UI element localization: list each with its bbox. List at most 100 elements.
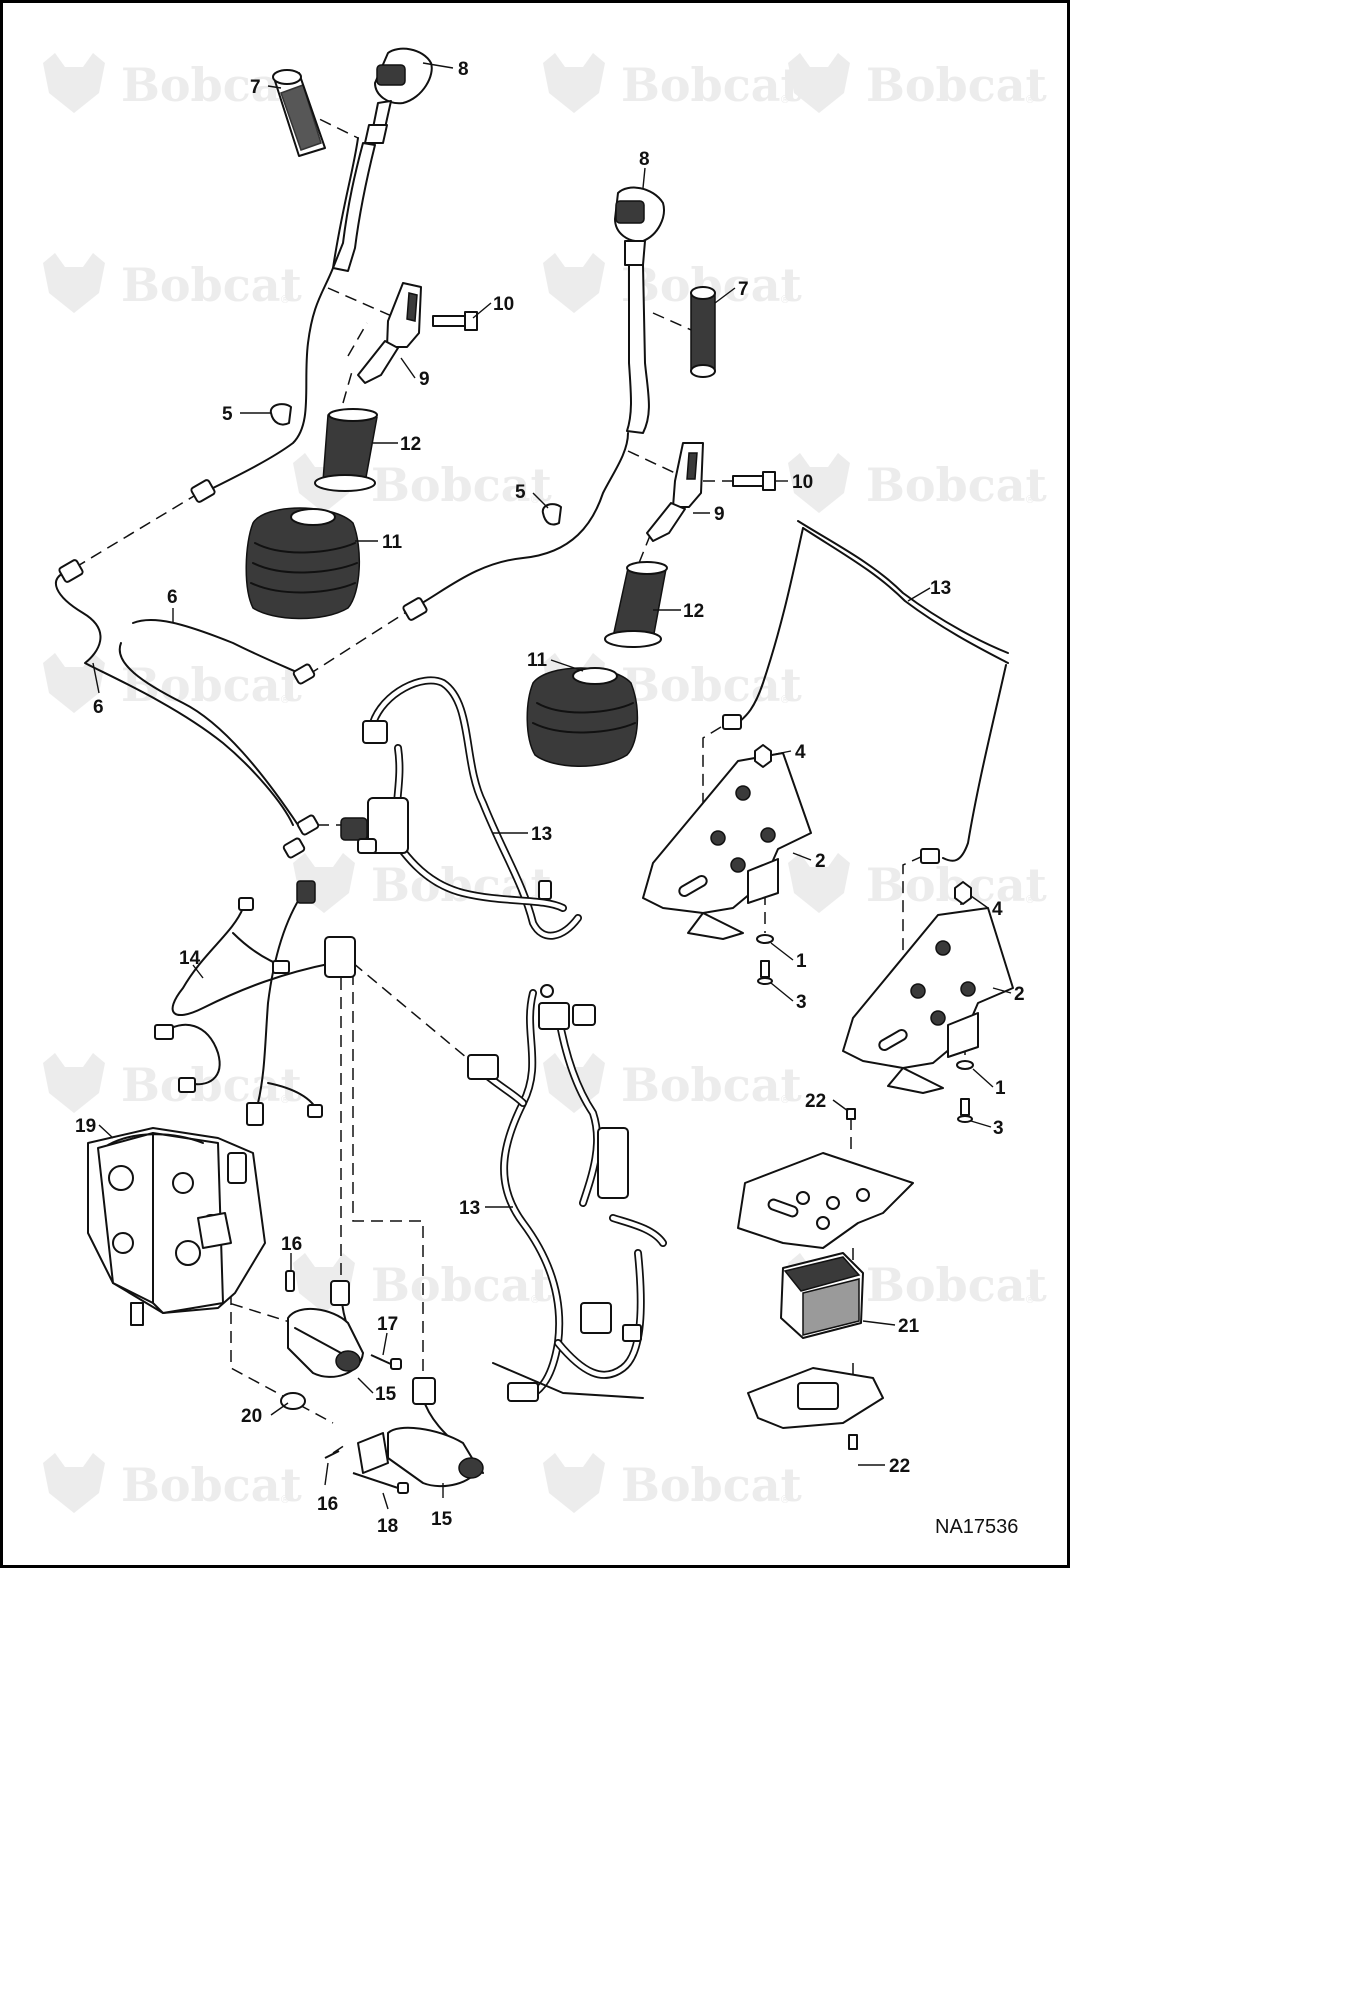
svg-text:®: ® [1026,94,1034,106]
svg-text:Bobcat: Bobcat [371,1258,553,1312]
bolt-10-right [732,471,776,491]
pin-16-lower [324,1450,340,1459]
watermark-logo: Bobcat® [43,653,303,713]
callout-5-left-clip: 5 [222,404,233,425]
callout-21-controller: 21 [898,1316,920,1337]
joystick-boot-11-right [526,667,639,767]
callout-10-right-bolt: 10 [792,472,813,493]
callout-7-left-grip: 7 [250,77,261,98]
clip-5-left [269,403,292,426]
callout-8-right-handle: 8 [639,149,650,170]
watermark-logo: Bobcat® [43,253,303,313]
callout-18-bolt: 18 [377,1516,398,1537]
figure-code: NA17536 [935,1516,1018,1538]
callout-16-lower-pin: 16 [317,1494,338,1515]
svg-text:Bobcat: Bobcat [121,658,303,712]
mount-plate-2-upper [642,752,812,940]
svg-text:Bobcat: Bobcat [621,58,803,112]
o-ring-20 [280,1392,306,1410]
callout-1-lower-washer: 1 [995,1078,1006,1099]
svg-text:®: ® [531,494,539,506]
watermark-logo: Bobcat® [543,253,803,313]
nut-4-lower [954,881,972,905]
valve-assembly-19 [87,1127,266,1326]
callout-15-lower-solenoid: 15 [431,1509,453,1530]
watermark-logo: Bobcat® [293,1253,553,1313]
svg-text:®: ® [281,694,289,706]
bolt-18 [352,1472,409,1494]
svg-text:Bobcat: Bobcat [621,658,803,712]
joystick-handle-8-left [332,47,433,272]
svg-text:Bobcat: Bobcat [621,1058,803,1112]
watermark-logo: Bobcat® [788,453,1048,513]
lever-mount-9-right [646,442,704,542]
watermark-logo: Bobcat® [43,1053,303,1113]
joystick-boot-11-left [245,507,361,620]
callout-2-upper-plate: 2 [815,851,826,872]
callout-6-lower: 6 [93,697,104,718]
callout-11-left-boot: 11 [382,532,403,553]
callout-2-lower-plate: 2 [1014,984,1025,1005]
wire-harness-13-right [737,520,1009,862]
callout-16-upper-pin: 16 [281,1234,302,1255]
callout-14-harness: 14 [179,948,201,969]
boot-sleeve-12-right [604,561,668,648]
callout-15-upper-solenoid: 15 [375,1384,397,1405]
watermark-logo: Bobcat® [43,53,303,113]
grip-cover-7-right [690,286,716,378]
svg-text:Bobcat: Bobcat [371,458,553,512]
svg-text:®: ® [781,94,789,106]
clip-5-right [541,503,562,526]
wire-harness-14 [162,892,334,1114]
solenoid-15-lower [357,1426,484,1488]
callout-22-upper-screw: 22 [805,1091,826,1112]
watermark-logo: Bobcat® [788,53,1048,113]
callout-9-right-mount: 9 [714,504,725,525]
callout-12-right-sleeve: 12 [683,601,704,622]
grip-cover-7-left [272,69,326,157]
callout-3-upper-screw: 3 [796,992,807,1013]
callout-3-lower-screw: 3 [993,1118,1004,1139]
callout-5-right-clip: 5 [515,482,526,503]
controller-base-plate [747,1367,884,1429]
svg-text:Bobcat: Bobcat [866,858,1048,912]
watermark-logo: Bobcat® [293,453,553,513]
callout-1-upper-washer: 1 [796,951,807,972]
svg-text:®: ® [1026,894,1034,906]
svg-text:®: ® [781,294,789,306]
callout-labels: 7 8 8 7 10 9 5 12 5 10 11 9 13 6 12 11 6… [75,59,1025,1537]
leader-lines [92,62,1012,1510]
callout-6-upper: 6 [167,587,178,608]
svg-text:®: ® [281,1494,289,1506]
lever-mount-9-left [357,282,422,384]
pin-16-upper [285,1270,295,1292]
svg-text:Bobcat: Bobcat [121,58,303,112]
controller-module-21 [780,1252,864,1339]
solenoid-15-upper [287,1307,364,1378]
nut-4-upper [754,744,772,768]
svg-text:®: ® [281,1094,289,1106]
callout-13-right-harness: 13 [930,578,951,599]
screw-3-lower [957,1098,973,1123]
bolt-10-left [432,311,478,331]
watermark-logo: Bobcat® [543,1053,803,1113]
callout-13-upper-harness: 13 [531,824,552,845]
svg-text:®: ® [781,1494,789,1506]
svg-text:®: ® [281,294,289,306]
svg-text:®: ® [781,694,789,706]
svg-text:Bobcat: Bobcat [866,58,1048,112]
svg-text:Bobcat: Bobcat [121,258,303,312]
callout-7-right-grip: 7 [738,279,749,300]
callout-9-left-mount: 9 [419,369,430,390]
svg-text:®: ® [781,1094,789,1106]
callout-19-valve: 19 [75,1116,96,1137]
parts-diagram: Bobcat®Bobcat®Bobcat®Bobcat®Bobcat®Bobca… [43,47,1048,1538]
washer-1-lower [956,1060,974,1070]
parts-diagram-frame: Bobcat®Bobcat®Bobcat®Bobcat®Bobcat®Bobca… [0,0,1070,1568]
washer-1-upper [756,934,774,944]
callout-13-lower-harness: 13 [459,1198,480,1219]
svg-text:®: ® [531,1294,539,1306]
svg-text:Bobcat: Bobcat [866,458,1048,512]
screw-22-upper [846,1108,856,1120]
svg-text:Bobcat: Bobcat [621,1458,803,1512]
